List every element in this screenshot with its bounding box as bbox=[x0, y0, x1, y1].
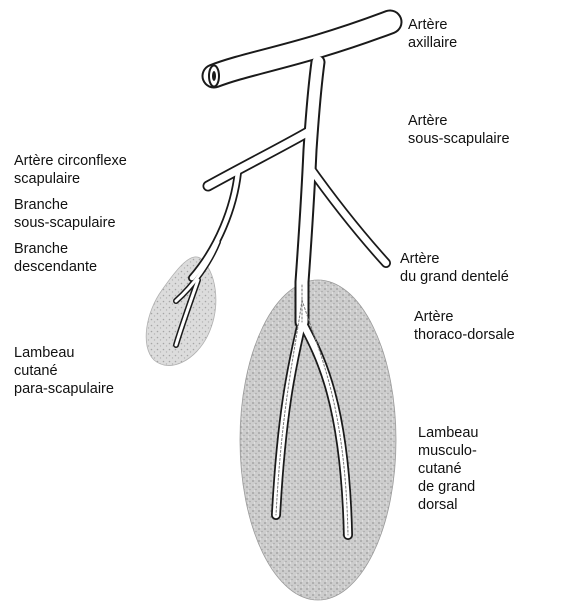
label-axillary-artery: Artère axillaire bbox=[408, 16, 457, 52]
label-latissimus-dorsi-flap: Lambeau musculo- cutané de grand dorsal bbox=[418, 424, 478, 514]
label-parascapular-flap: Lambeau cutané para-scapulaire bbox=[14, 344, 114, 398]
label-thoracodorsal-artery: Artère thoraco-dorsale bbox=[414, 308, 515, 344]
latissimus-dorsi-flap bbox=[240, 280, 396, 600]
label-circumflex-scapular-artery: Artère circonflexe scapulaire bbox=[14, 152, 127, 188]
parascapular-flap bbox=[146, 257, 216, 366]
label-subscapular-branch: Branche sous-scapulaire bbox=[14, 196, 116, 232]
label-serratus-artery: Artère du grand dentelé bbox=[400, 250, 509, 286]
label-descending-branch: Branche descendante bbox=[14, 240, 97, 276]
label-subscapular-artery: Artère sous-scapulaire bbox=[408, 112, 510, 148]
